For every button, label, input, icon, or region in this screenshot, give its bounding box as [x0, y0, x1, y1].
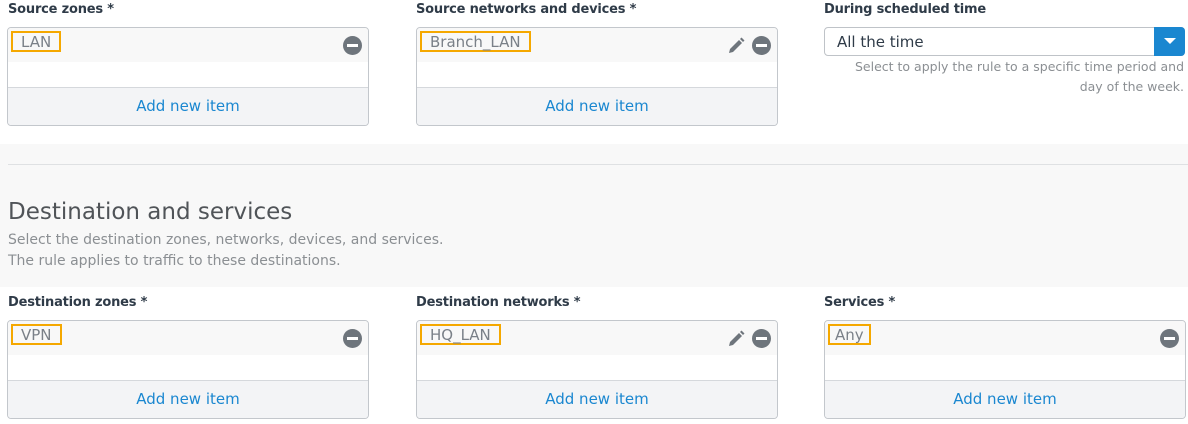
source-networks-label: Source networks and devices * [416, 2, 637, 17]
schedule-value: All the time [837, 33, 924, 51]
schedule-label: During scheduled time [824, 2, 987, 17]
list-item: Branch_LAN [417, 28, 777, 62]
divider [8, 164, 1188, 165]
schedule-hint: Select to apply the rule to a specific t… [855, 59, 1184, 94]
destination-networks-label: Destination networks * [416, 295, 581, 310]
services-label: Services * [824, 295, 896, 310]
list-item: LAN [8, 28, 368, 62]
destination-zones-label: Destination zones * [8, 295, 148, 310]
item-tag: Any [828, 324, 871, 345]
remove-icon[interactable] [1160, 329, 1179, 348]
section-description: Select the destination zones, networks, … [8, 232, 444, 248]
services-list: Any Add new item [824, 320, 1186, 419]
item-tag: LAN [11, 31, 62, 52]
section-title: Destination and services [8, 199, 293, 225]
list-item: VPN [8, 321, 368, 355]
add-new-item-button[interactable]: Add new item [8, 87, 368, 125]
item-tag: Branch_LAN [420, 31, 531, 52]
destination-zones-list: VPN Add new item [7, 320, 369, 419]
section-header-band [0, 144, 1188, 287]
list-item: HQ_LAN [417, 321, 777, 355]
item-tag: HQ_LAN [420, 324, 501, 345]
destination-networks-list: HQ_LAN Add new item [416, 320, 778, 419]
pencil-icon[interactable] [726, 329, 746, 349]
remove-icon[interactable] [752, 36, 771, 55]
schedule-select[interactable]: All the time [824, 27, 1185, 56]
add-new-item-button[interactable]: Add new item [8, 380, 368, 418]
item-tag: VPN [11, 324, 62, 345]
source-zones-label: Source zones * [8, 2, 114, 17]
pencil-icon[interactable] [726, 36, 746, 56]
section-description-2: The rule applies to traffic to these des… [8, 253, 341, 269]
add-new-item-button[interactable]: Add new item [417, 380, 777, 418]
source-zones-list: LAN Add new item [7, 27, 369, 126]
add-new-item-button[interactable]: Add new item [417, 87, 777, 125]
source-networks-list: Branch_LAN Add new item [416, 27, 778, 126]
chevron-down-icon[interactable] [1154, 27, 1185, 56]
remove-icon[interactable] [752, 329, 771, 348]
list-item: Any [825, 321, 1185, 355]
remove-icon[interactable] [343, 329, 362, 348]
add-new-item-button[interactable]: Add new item [825, 380, 1185, 418]
remove-icon[interactable] [343, 36, 362, 55]
